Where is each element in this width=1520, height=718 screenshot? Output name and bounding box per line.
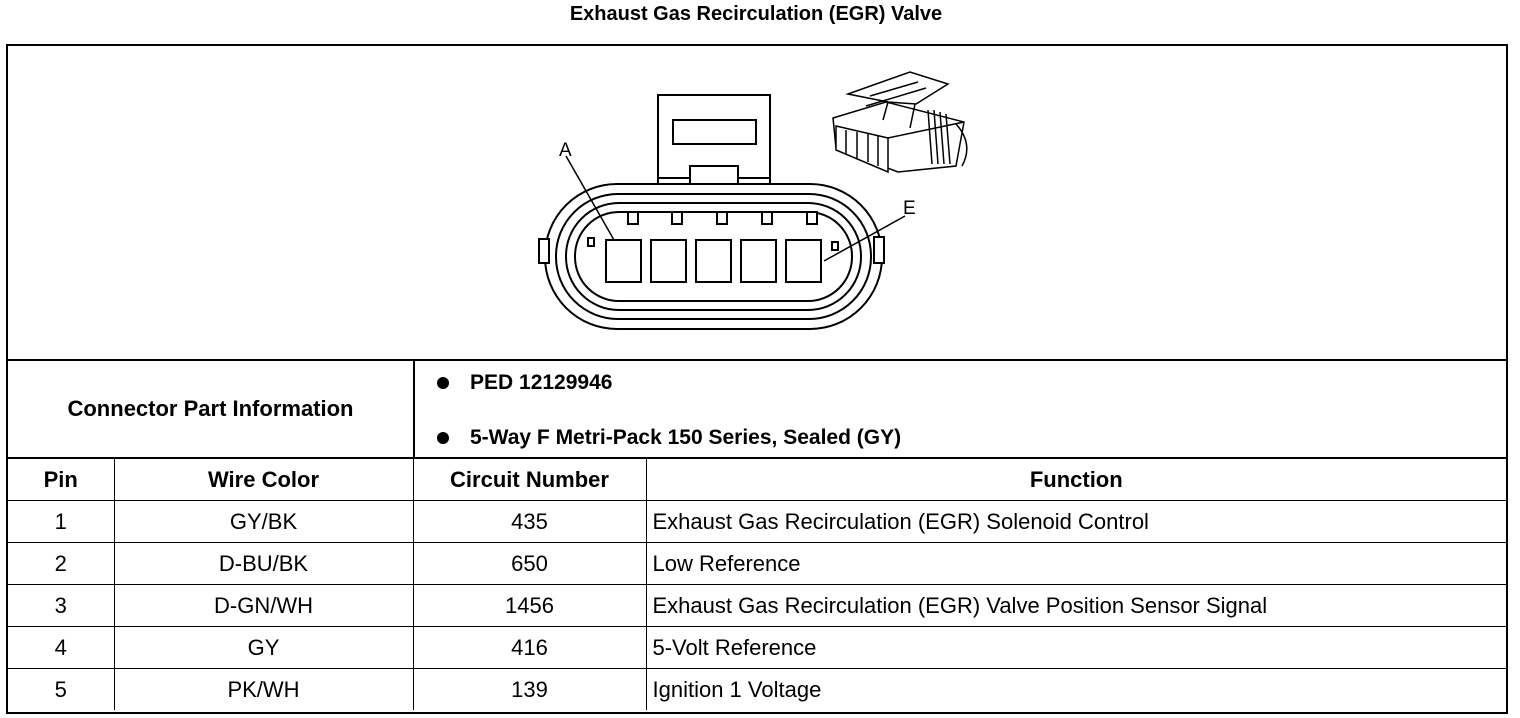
circuit-number-cell: 650 <box>412 542 647 585</box>
table-row: 4 GY 416 5-Volt Reference <box>8 626 1506 669</box>
table-row: 3 D-GN/WH 1456 Exhaust Gas Recirculation… <box>8 584 1506 627</box>
connector-diagram: A E <box>8 46 1506 361</box>
wire-color-cell: D-GN/WH <box>113 584 414 627</box>
column-header-circuit-number: Circuit Number <box>412 457 647 501</box>
connector-face-drawing: A E <box>538 71 968 330</box>
function-cell: 5-Volt Reference <box>645 626 1506 669</box>
pin-c-cavity <box>695 239 732 283</box>
connector-info-item: 5-Way F Metri-Pack 150 Series, Sealed (G… <box>437 426 901 450</box>
wire-color-cell: D-BU/BK <box>113 542 414 585</box>
connector-description: 5-Way F Metri-Pack 150 Series, Sealed (G… <box>470 426 902 449</box>
bullet-icon <box>437 377 449 389</box>
callout-e: E <box>903 198 916 219</box>
pin-e-cavity <box>785 239 822 283</box>
connector-sheet: A E Connector Part Information PED 12129… <box>6 44 1508 714</box>
connector-info-item: PED 12129946 <box>437 371 612 395</box>
table-row: 5 PK/WH 139 Ignition 1 Voltage <box>8 668 1506 710</box>
column-header-pin: Pin <box>8 457 115 501</box>
circuit-number-cell: 1456 <box>412 584 647 627</box>
column-header-function: Function <box>645 457 1506 501</box>
circuit-number-cell: 416 <box>412 626 647 669</box>
function-cell: Exhaust Gas Recirculation (EGR) Solenoid… <box>645 500 1506 543</box>
wire-color-cell: GY/BK <box>113 500 414 543</box>
table-row: 2 D-BU/BK 650 Low Reference <box>8 542 1506 585</box>
pin-cell: 4 <box>8 626 115 669</box>
pin-d-cavity <box>740 239 777 283</box>
wire-color-cell: PK/WH <box>113 668 414 710</box>
table-header-row: Pin Wire Color Circuit Number Function <box>8 457 1506 501</box>
pin-cell: 1 <box>8 500 115 543</box>
bullet-icon <box>437 432 449 444</box>
connector-info-label: Connector Part Information <box>8 361 415 457</box>
table-row: 1 GY/BK 435 Exhaust Gas Recirculation (E… <box>8 500 1506 543</box>
circuit-number-cell: 139 <box>412 668 647 710</box>
circuit-number-cell: 435 <box>412 500 647 543</box>
function-cell: Ignition 1 Voltage <box>645 668 1506 710</box>
pin-b-cavity <box>650 239 687 283</box>
connector-info-list: PED 12129946 5-Way F Metri-Pack 150 Seri… <box>415 361 1506 457</box>
pin-cell: 2 <box>8 542 115 585</box>
wire-color-cell: GY <box>113 626 414 669</box>
pin-cell: 5 <box>8 668 115 710</box>
function-cell: Low Reference <box>645 542 1506 585</box>
column-header-wire-color: Wire Color <box>113 457 414 501</box>
pin-cell: 3 <box>8 584 115 627</box>
connector-iso-view <box>832 71 968 174</box>
pin-a-cavity <box>605 239 642 283</box>
function-cell: Exhaust Gas Recirculation (EGR) Valve Po… <box>645 584 1506 627</box>
callout-a: A <box>559 140 572 161</box>
part-number: PED 12129946 <box>470 371 613 394</box>
pinout-table: Pin Wire Color Circuit Number Function 1… <box>8 457 1506 710</box>
page-title: Exhaust Gas Recirculation (EGR) Valve <box>569 3 943 25</box>
